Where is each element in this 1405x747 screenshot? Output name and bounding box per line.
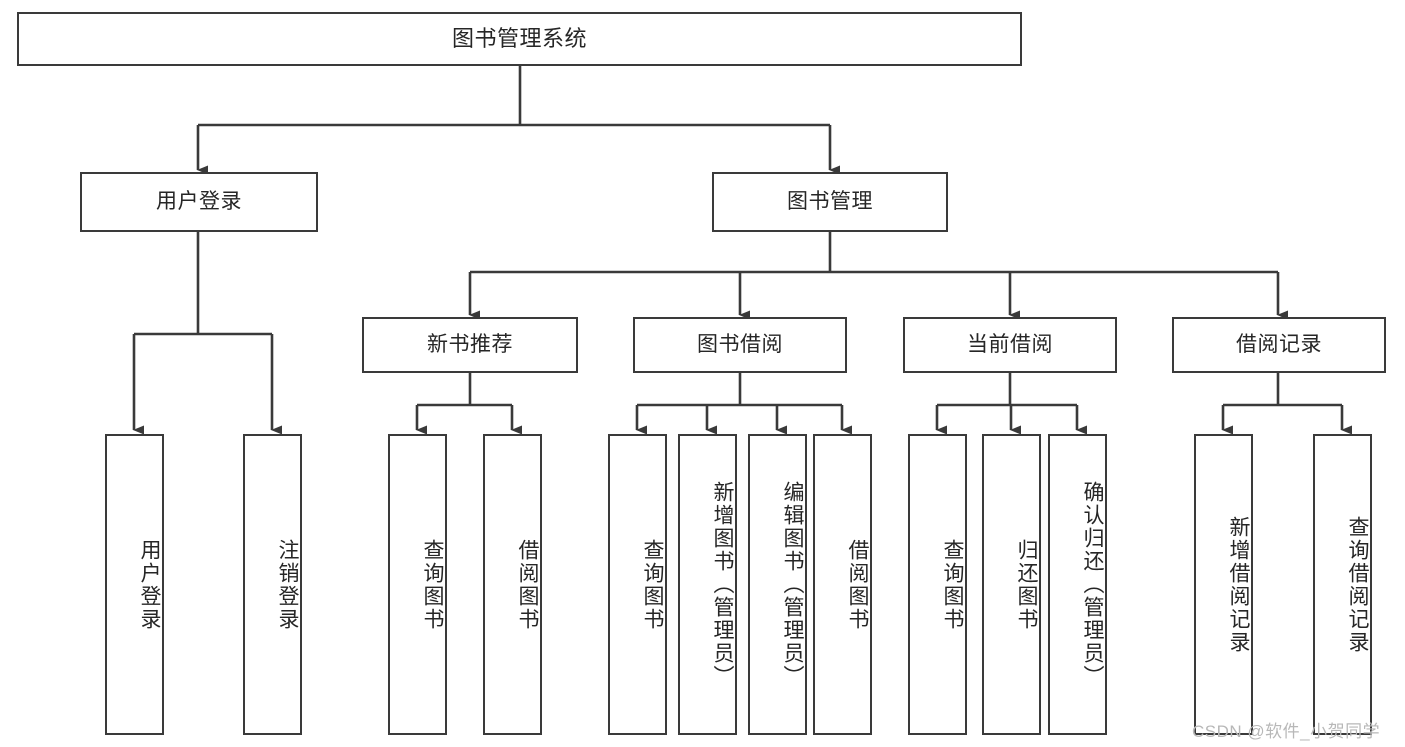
node-label: 查询借阅记录 xyxy=(1346,515,1369,654)
node-user-login[interactable]: 用户登录 xyxy=(80,172,318,232)
node-label: 新增借阅记录 xyxy=(1227,515,1250,654)
csdn-watermark: CSDN @软件_小贺同学 xyxy=(1192,722,1381,741)
node-leaf-return-book[interactable]: 归还图书 xyxy=(982,434,1041,735)
node-root-book-management-system[interactable]: 图书管理系统 xyxy=(17,12,1022,66)
node-label: 确认归还（管理员） xyxy=(1081,481,1104,688)
node-leaf-borrow-book-2[interactable]: 借阅图书 xyxy=(813,434,872,735)
node-label: 注销登录 xyxy=(276,538,299,631)
node-book-management[interactable]: 图书管理 xyxy=(712,172,948,232)
node-leaf-user-logout[interactable]: 注销登录 xyxy=(243,434,302,735)
node-leaf-query-borrow-record[interactable]: 查询借阅记录 xyxy=(1313,434,1372,735)
node-book-borrowing[interactable]: 图书借阅 xyxy=(633,317,847,373)
node-label: 新书推荐 xyxy=(427,333,513,357)
node-current-borrowing[interactable]: 当前借阅 xyxy=(903,317,1117,373)
node-leaf-query-book-1[interactable]: 查询图书 xyxy=(388,434,447,735)
node-leaf-user-login[interactable]: 用户登录 xyxy=(105,434,164,735)
node-label: 图书管理 xyxy=(787,190,873,214)
node-label: 借阅图书 xyxy=(846,538,869,631)
node-label: 图书管理系统 xyxy=(451,25,587,51)
node-label: 用户登录 xyxy=(138,538,161,631)
node-label: 用户登录 xyxy=(156,190,242,214)
node-leaf-edit-book-admin[interactable]: 编辑图书（管理员） xyxy=(748,434,807,735)
node-leaf-query-book-3[interactable]: 查询图书 xyxy=(908,434,967,735)
node-label: 图书借阅 xyxy=(697,333,783,357)
node-leaf-confirm-return-admin[interactable]: 确认归还（管理员） xyxy=(1048,434,1107,735)
node-new-book-recommendation[interactable]: 新书推荐 xyxy=(362,317,578,373)
node-label: 查询图书 xyxy=(421,538,444,631)
node-label: 归还图书 xyxy=(1015,538,1038,631)
node-leaf-query-book-2[interactable]: 查询图书 xyxy=(608,434,667,735)
node-label: 编辑图书（管理员） xyxy=(781,481,804,688)
node-leaf-add-borrow-record[interactable]: 新增借阅记录 xyxy=(1194,434,1253,735)
node-leaf-add-book-admin[interactable]: 新增图书（管理员） xyxy=(678,434,737,735)
node-label: 查询图书 xyxy=(641,538,664,631)
node-label: 当前借阅 xyxy=(967,333,1053,357)
node-label: 借阅图书 xyxy=(516,538,539,631)
node-borrow-records[interactable]: 借阅记录 xyxy=(1172,317,1386,373)
node-label: 查询图书 xyxy=(941,538,964,631)
node-label: 新增图书（管理员） xyxy=(711,481,734,688)
node-label: 借阅记录 xyxy=(1236,333,1322,357)
node-leaf-borrow-book-1[interactable]: 借阅图书 xyxy=(483,434,542,735)
